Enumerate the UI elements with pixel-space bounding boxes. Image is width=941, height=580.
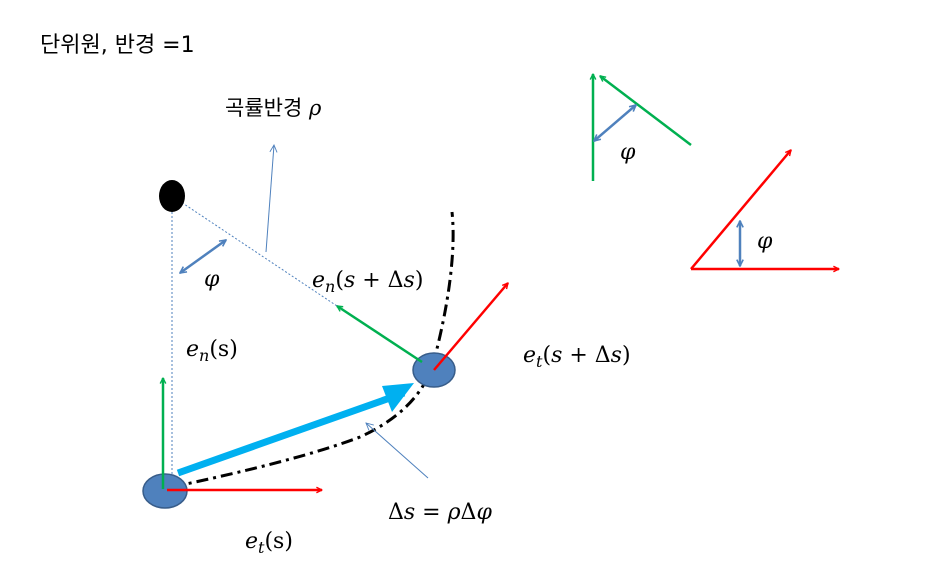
phi-label-tangents: φ <box>757 229 773 254</box>
normal-vector-compare-2 <box>600 75 692 146</box>
et-s-label: et(s) <box>245 529 293 557</box>
displacement-arrow-head <box>382 383 414 412</box>
phi-angle-arrow-normals <box>594 105 636 141</box>
displacement-arrow-shaft <box>176 389 406 477</box>
normal-vector-s-ds <box>337 304 423 364</box>
ds-equation-label: Δs = ρΔφ <box>388 500 492 525</box>
ds-pointer-arrow <box>366 423 429 479</box>
center-of-curvature-dot <box>159 180 185 212</box>
unit-circle-label: 단위원, 반경 =1 <box>40 33 195 58</box>
radius-of-curvature-label: 곡률반경 ρ <box>225 96 322 120</box>
phi-label-normals: φ <box>620 140 636 165</box>
phi-angle-arrow-center <box>180 240 226 273</box>
rho-pointer-arrow <box>265 145 274 253</box>
et-s-ds-label: et(s + Δs) <box>523 343 631 371</box>
tangent-vector-s-ds <box>433 283 508 371</box>
tangent-vector-compare-2 <box>690 150 791 270</box>
en-s-label: en(s) <box>186 337 238 365</box>
phi-label-center: φ <box>204 267 220 292</box>
en-s-ds-label: en(s + Δs) <box>312 268 423 296</box>
